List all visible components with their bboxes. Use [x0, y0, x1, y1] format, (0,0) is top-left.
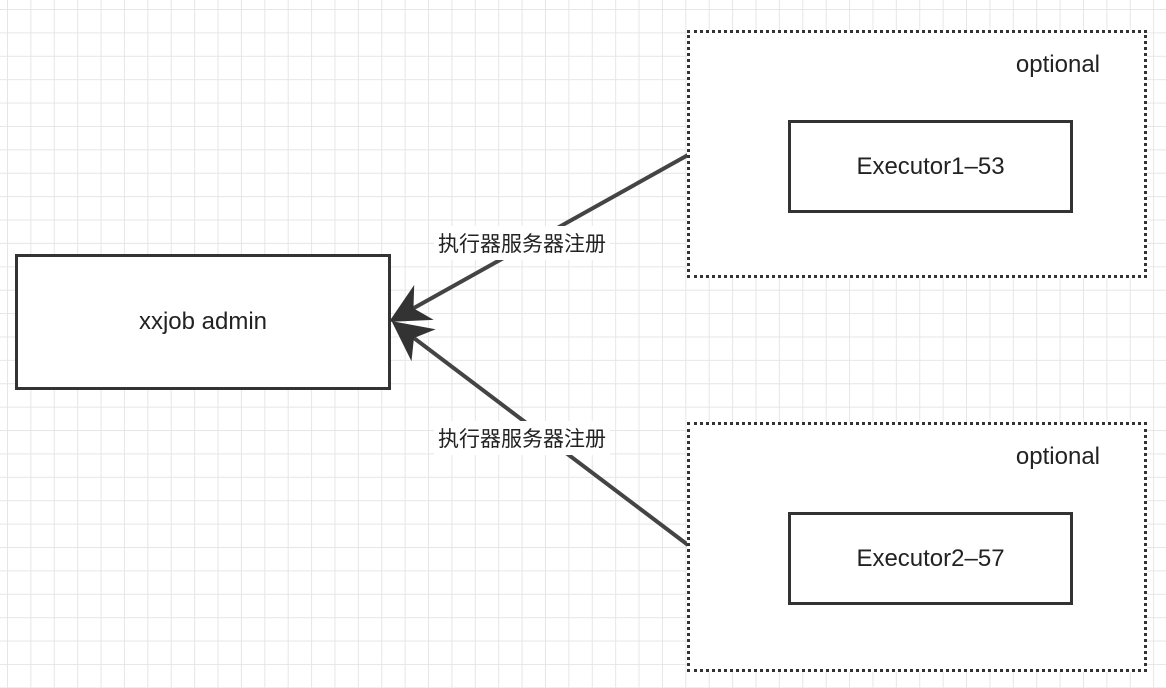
optional-group-2: optional Executor2–57 — [687, 422, 1147, 672]
executor2-node: Executor2–57 — [788, 512, 1073, 605]
edge-label-executor2: 执行器服务器注册 — [434, 421, 610, 455]
executor1-label: Executor1–53 — [856, 152, 1005, 180]
xxjob-admin-label: xxjob admin — [138, 308, 268, 335]
optional-group-1: optional Executor1–53 — [687, 30, 1147, 278]
edge-label-executor1: 执行器服务器注册 — [434, 226, 610, 260]
optional-group-1-label: optional — [1015, 51, 1100, 78]
executor2-label: Executor2–57 — [856, 544, 1005, 572]
executor1-node: Executor1–53 — [788, 120, 1073, 213]
optional-group-2-label: optional — [1015, 443, 1100, 470]
xxjob-admin-node: xxjob admin — [15, 254, 391, 390]
